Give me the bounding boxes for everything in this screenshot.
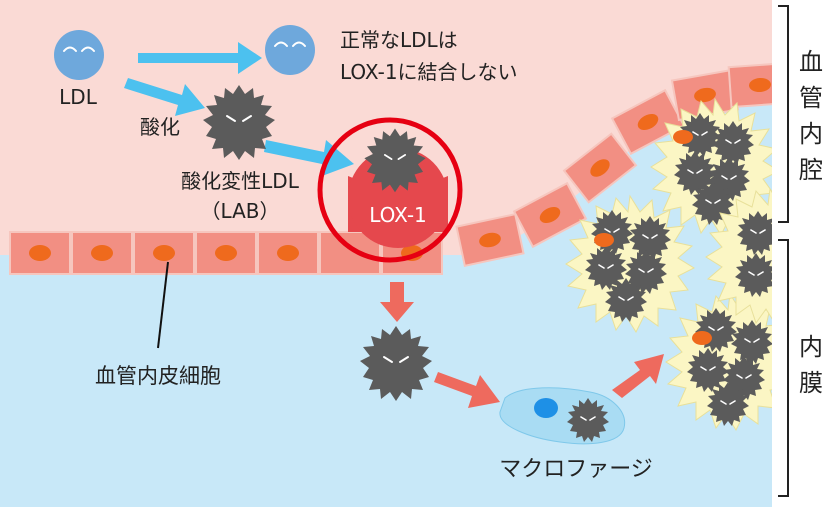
- svg-text:内: 内: [799, 333, 823, 361]
- foam-cell-icon: [665, 293, 795, 431]
- svg-text:膜: 膜: [799, 369, 823, 397]
- endothelial-cell-label: 血管内皮細胞: [95, 364, 221, 388]
- endothelial-layer-rising: [455, 61, 793, 267]
- normal-ldl-icon: [265, 25, 315, 75]
- svg-text:腔: 腔: [799, 156, 823, 184]
- vascular-lumen-label: 血 管 内 腔: [799, 48, 823, 184]
- arrow-macrophage-to-foam: [612, 354, 664, 398]
- lumen-bracket: [778, 5, 789, 223]
- macrophage-cell-icon: [499, 387, 626, 445]
- right-margin: [772, 0, 840, 507]
- arrow-ldl-to-oxidized: [124, 78, 205, 116]
- arrow-oxidized-to-macrophage: [434, 372, 500, 408]
- foam-cell-cluster: [565, 98, 835, 431]
- foam-cell-icon: [650, 98, 780, 236]
- macrophage-label: マクロファージ: [499, 457, 653, 482]
- normal-ldl-caption-line1: 正常なLDLは: [340, 28, 458, 52]
- intima-bracket: [778, 239, 789, 497]
- ldl-particle-icon: [54, 30, 104, 80]
- lox1-highlight-ring: [317, 117, 463, 263]
- svg-text:内: 内: [799, 120, 823, 148]
- endothelial-pointer-line: [157, 261, 169, 349]
- oxidation-label: 酸化: [140, 115, 180, 139]
- normal-ldl-caption-line2: LOX-1に結合しない: [340, 60, 518, 84]
- svg-text:血: 血: [799, 48, 823, 76]
- foam-cell-icon: [565, 195, 695, 333]
- lox1-label: LOX-1: [369, 203, 427, 227]
- oxidized-ldl-label-line1: 酸化変性LDL: [181, 169, 300, 193]
- svg-text:管: 管: [799, 84, 823, 112]
- arrow-lox1-down: [380, 282, 414, 322]
- oxidized-ldl-label-line2: （LAB）: [200, 199, 279, 223]
- ldl-label: LDL: [59, 85, 98, 109]
- intima-label: 内 膜: [799, 333, 823, 397]
- endothelial-layer: [9, 231, 443, 275]
- arrow-ldl-to-normal: [138, 42, 262, 74]
